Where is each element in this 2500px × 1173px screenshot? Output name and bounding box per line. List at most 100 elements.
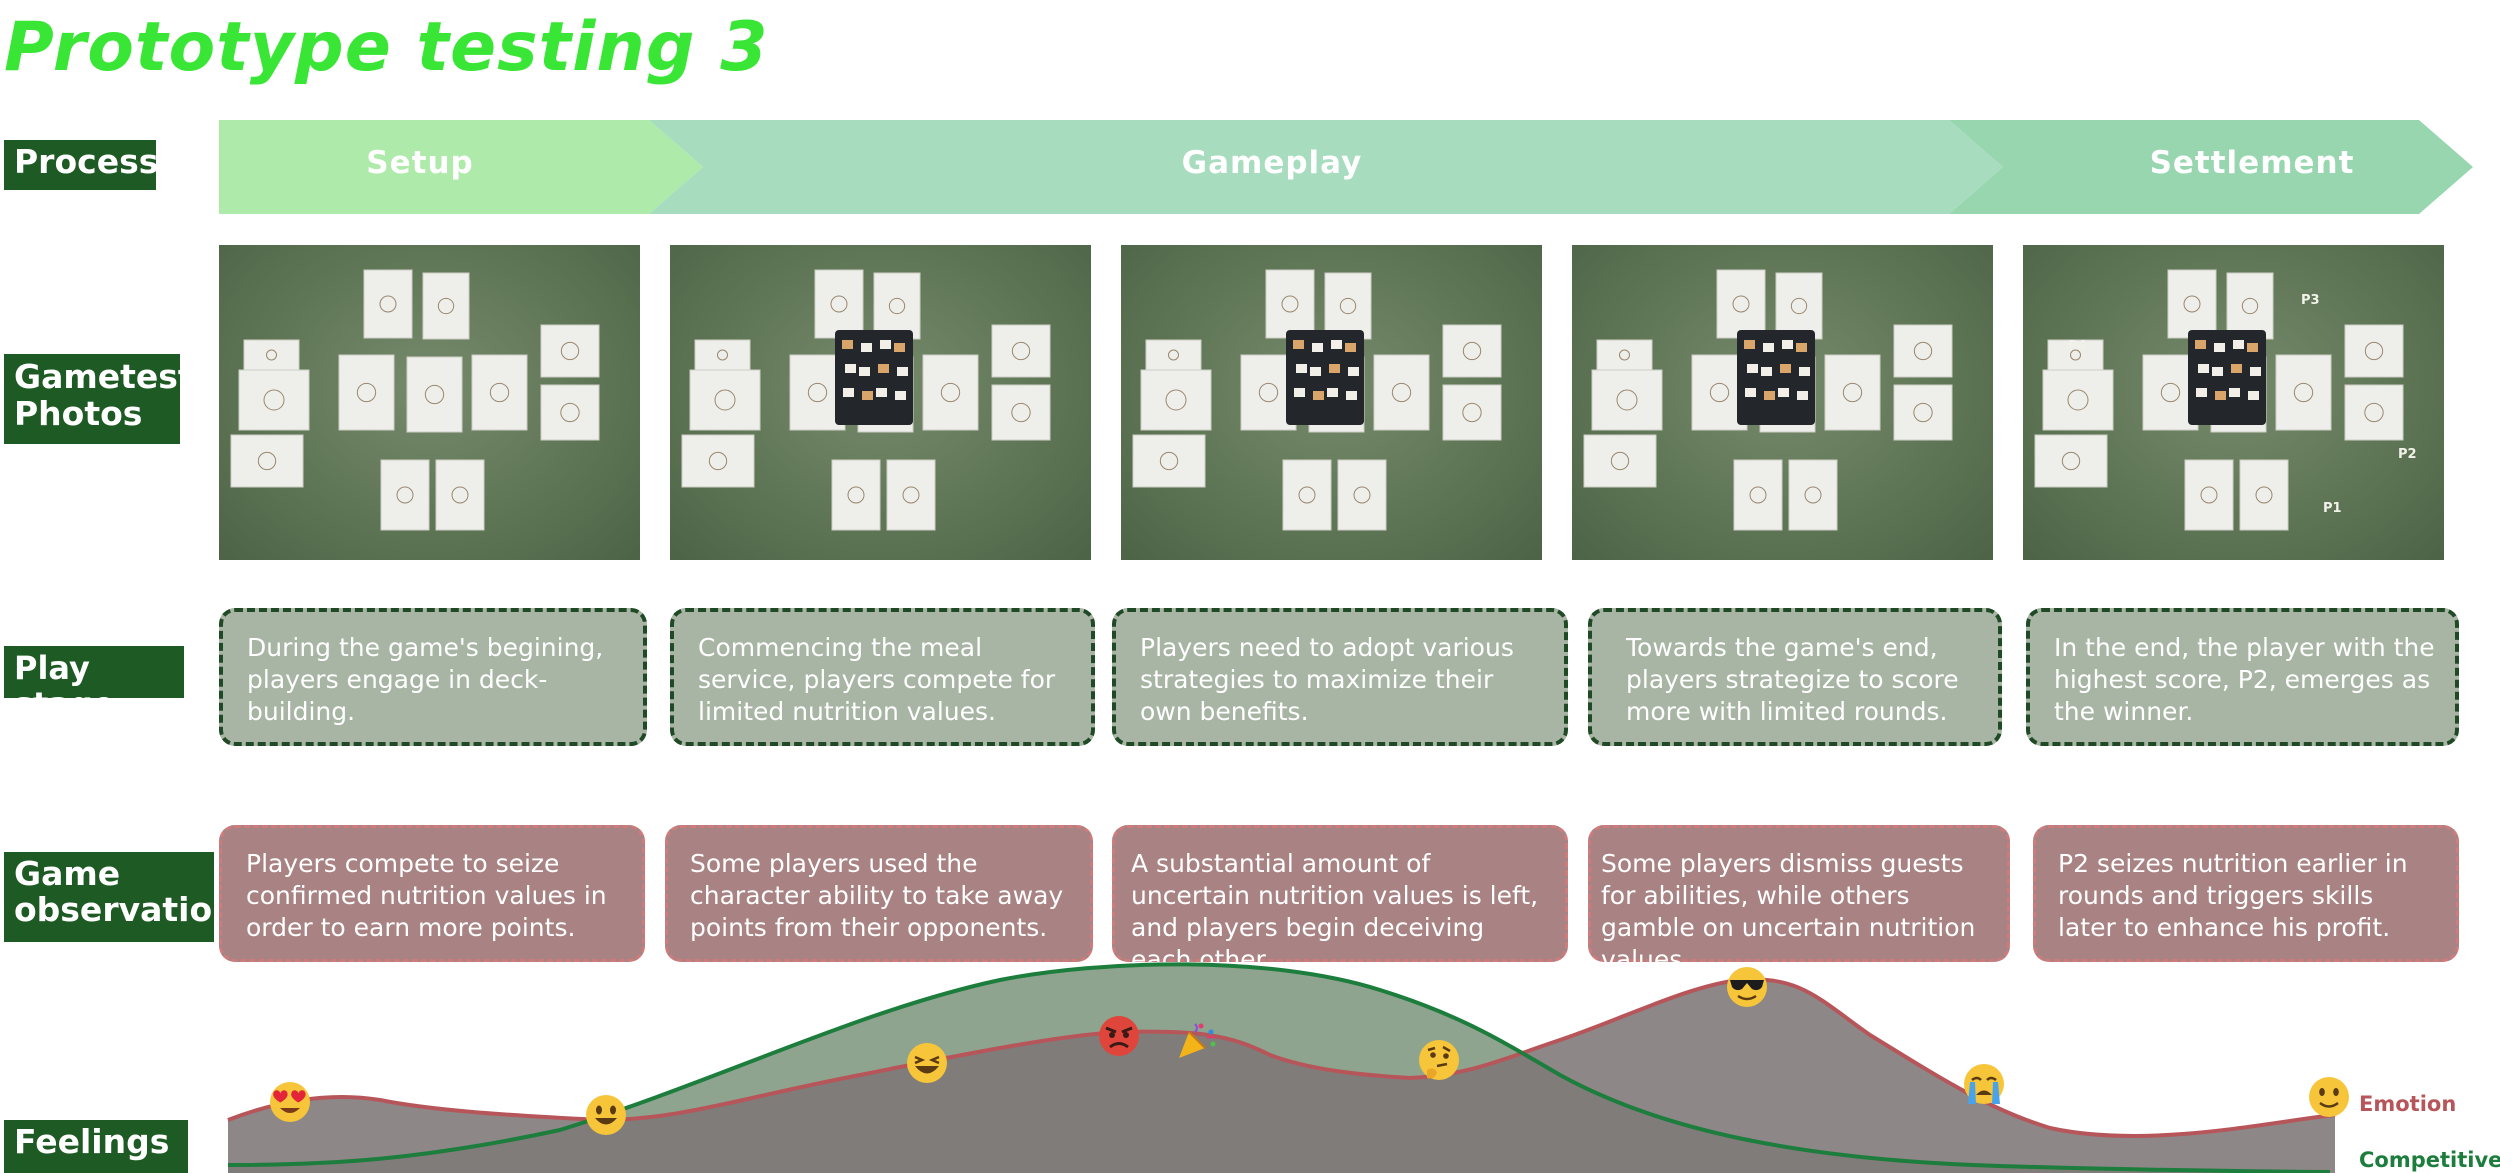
photo-token [2248, 391, 2259, 400]
photo-card-doodle [2200, 486, 2218, 504]
photo-token [1745, 388, 1756, 397]
gametest-photo-4 [1572, 245, 1993, 560]
photo-token [1799, 367, 1810, 376]
photo-card [230, 434, 304, 488]
photo-label-p2: P2 [2398, 447, 2417, 462]
photo-token [1797, 391, 1808, 400]
play-stage-box-5: In the end, the player with the highest … [2026, 608, 2459, 746]
photo-card [814, 269, 864, 339]
photo-label-p4: P4 [2068, 339, 2087, 354]
gametest-photo-3 [1121, 245, 1542, 560]
crying-emoji-icon [1964, 1064, 2004, 1104]
photo-card [1373, 354, 1430, 431]
photo-card-doodle [708, 451, 728, 471]
photo-card [991, 384, 1051, 441]
photo-card [471, 354, 528, 431]
observation-box-2: Some players used the character ability … [665, 825, 1093, 962]
photo-card [540, 384, 600, 441]
photo-card [1442, 384, 1502, 441]
photo-card [2167, 269, 2217, 339]
photo-card [681, 434, 755, 488]
photo-center-board [1286, 330, 1364, 425]
photo-card [831, 459, 881, 531]
photo-token [2196, 388, 2207, 397]
photo-card [1145, 339, 1202, 371]
photo-card [886, 459, 936, 531]
photo-card [1324, 272, 1372, 340]
photo-token [1345, 343, 1356, 352]
photo-token [1294, 388, 1305, 397]
photo-token [1796, 343, 1807, 352]
photo-token [1329, 364, 1340, 373]
photo-card [1596, 339, 1653, 371]
photo-card-doodle [1011, 402, 1031, 423]
photo-card-doodle [263, 389, 285, 411]
gametest-photo-1 [219, 245, 640, 560]
photo-card [406, 356, 463, 433]
photo-card-doodle [1281, 295, 1299, 313]
photo-card-doodle [1790, 297, 1808, 315]
photo-card [1893, 384, 1953, 441]
photo-card [2184, 459, 2234, 531]
photo-token [878, 364, 889, 373]
cool-sunglasses-emoji-icon [1727, 967, 1767, 1007]
process-arrow [219, 120, 2473, 214]
process-segment-setup [219, 120, 703, 214]
photo-card-doodle [1391, 382, 1412, 403]
observation-box-3: A substantial amount of uncertain nutrit… [1112, 825, 1568, 974]
photo-card [1442, 324, 1502, 378]
photo-token [2250, 367, 2261, 376]
photo-card [238, 369, 310, 431]
observation-box-5: P2 seizes nutrition earlier in rounds an… [2033, 825, 2459, 962]
photo-token [895, 391, 906, 400]
photo-card [1265, 269, 1315, 339]
photo-card [435, 459, 485, 531]
laughing-emoji-icon [907, 1043, 947, 1083]
photo-center-board [2188, 330, 2266, 425]
photo-token [1764, 391, 1775, 400]
photo-center-board [1737, 330, 1815, 425]
photo-card-doodle [2067, 389, 2089, 411]
photo-card-doodle [847, 486, 865, 504]
photo-token [2233, 340, 2244, 349]
photo-card-doodle [356, 382, 377, 403]
photo-card [1282, 459, 1332, 531]
photo-card-doodle [940, 382, 961, 403]
observation-box-4: Some players dismiss guests for abilitie… [1588, 825, 2010, 974]
page-title: Prototype testing 3 [4, 8, 769, 87]
photo-card-doodle [1165, 389, 1187, 411]
photo-card-doodle [1619, 349, 1630, 361]
photo-token [1313, 391, 1324, 400]
photo-token [1348, 367, 1359, 376]
photo-card [2239, 459, 2289, 531]
photo-card-doodle [1732, 295, 1750, 313]
photo-card [338, 354, 395, 431]
photo-token [2231, 364, 2242, 373]
photo-card-doodle [2293, 382, 2314, 403]
photo-token [894, 343, 905, 352]
photo-card [991, 324, 1051, 378]
photo-center-board [835, 330, 913, 425]
photo-card-doodle [1610, 451, 1630, 471]
photo-card [1583, 434, 1657, 488]
photo-card-doodle [2061, 451, 2081, 471]
photo-card-doodle [902, 486, 920, 504]
photo-card [422, 272, 470, 340]
photo-token [1293, 340, 1304, 349]
party-popper-emoji-icon [1179, 1023, 1216, 1058]
photo-token [1296, 364, 1307, 373]
photo-card-doodle [1842, 382, 1863, 403]
photo-card-doodle [2160, 382, 2181, 403]
photo-card-doodle [1339, 297, 1357, 315]
photo-token [1744, 340, 1755, 349]
gametest-photo-5: P3 P4 P2 P1 [2023, 245, 2444, 560]
row-label-process: Process [4, 140, 158, 190]
photo-card [540, 324, 600, 378]
photo-card [2226, 272, 2274, 340]
photo-card [1140, 369, 1212, 431]
photo-card [2344, 384, 2404, 441]
photo-card [1893, 324, 1953, 378]
photo-token [2247, 343, 2258, 352]
photo-token [2215, 391, 2226, 400]
photo-card [380, 459, 430, 531]
